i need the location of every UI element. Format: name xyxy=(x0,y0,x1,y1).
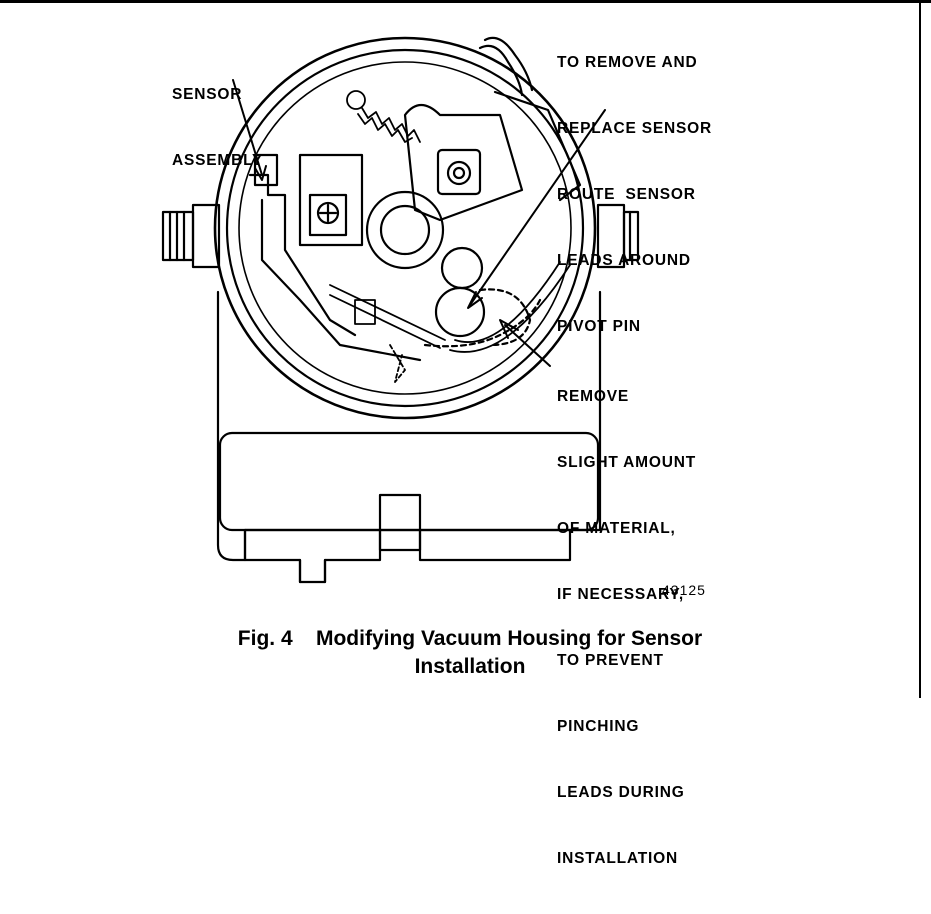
label-line: ROUTE SENSOR xyxy=(557,186,696,203)
label-line: TO PREVENT xyxy=(557,652,664,669)
label-line: INSTALLATION xyxy=(557,850,678,867)
vacuum-housing-drawing xyxy=(161,36,640,584)
route-note-label: TO REMOVE AND REPLACE SENSOR ROUTE SENSO… xyxy=(557,8,712,382)
label-line: PIVOT PIN xyxy=(557,318,641,335)
label-line: OF MATERIAL, xyxy=(557,520,676,537)
caption-line-1: Fig. 4 Modifying Vacuum Housing for Sens… xyxy=(150,625,790,653)
caption-title: Modifying Vacuum Housing for Sensor xyxy=(315,627,703,650)
leader-lines xyxy=(232,79,606,367)
pivot-plate xyxy=(403,103,524,222)
center-shaft xyxy=(365,190,445,270)
pivot-pins xyxy=(423,246,542,348)
label-line: IF NECESSARY, xyxy=(557,586,684,603)
label-line: REMOVE xyxy=(557,388,629,405)
sensor-lead-wire xyxy=(483,36,534,92)
caption-line-2: Installation xyxy=(414,655,526,678)
figure-number: 43125 xyxy=(662,582,706,598)
top-border xyxy=(0,0,931,3)
label-line: LEADS AROUND xyxy=(557,252,691,269)
diagram-frame: SENSOR ASSEMBLY TO REMOVE AND REPLACE SE… xyxy=(0,0,931,867)
label-line: PINCHING xyxy=(557,718,640,735)
sensor-leads xyxy=(329,261,571,383)
label-line: LEADS DURING xyxy=(557,784,685,801)
housing-body xyxy=(216,290,602,584)
sensor-bracket xyxy=(248,153,422,362)
side-studs xyxy=(161,203,640,269)
label-line: TO REMOVE AND xyxy=(557,54,698,71)
figure-caption: Fig. 4 Modifying Vacuum Housing for Sens… xyxy=(150,625,790,681)
spring xyxy=(346,90,421,143)
caption-fig: Fig. 4 xyxy=(237,627,293,650)
label-line: SENSOR xyxy=(172,86,243,103)
label-line: SLIGHT AMOUNT xyxy=(557,454,696,471)
label-line: ASSEMBLY xyxy=(172,152,264,169)
distributor-housing xyxy=(213,36,597,420)
right-border xyxy=(919,0,921,698)
label-line: REPLACE SENSOR xyxy=(557,120,713,137)
sensor-assembly-label: SENSOR ASSEMBLY xyxy=(172,40,263,216)
